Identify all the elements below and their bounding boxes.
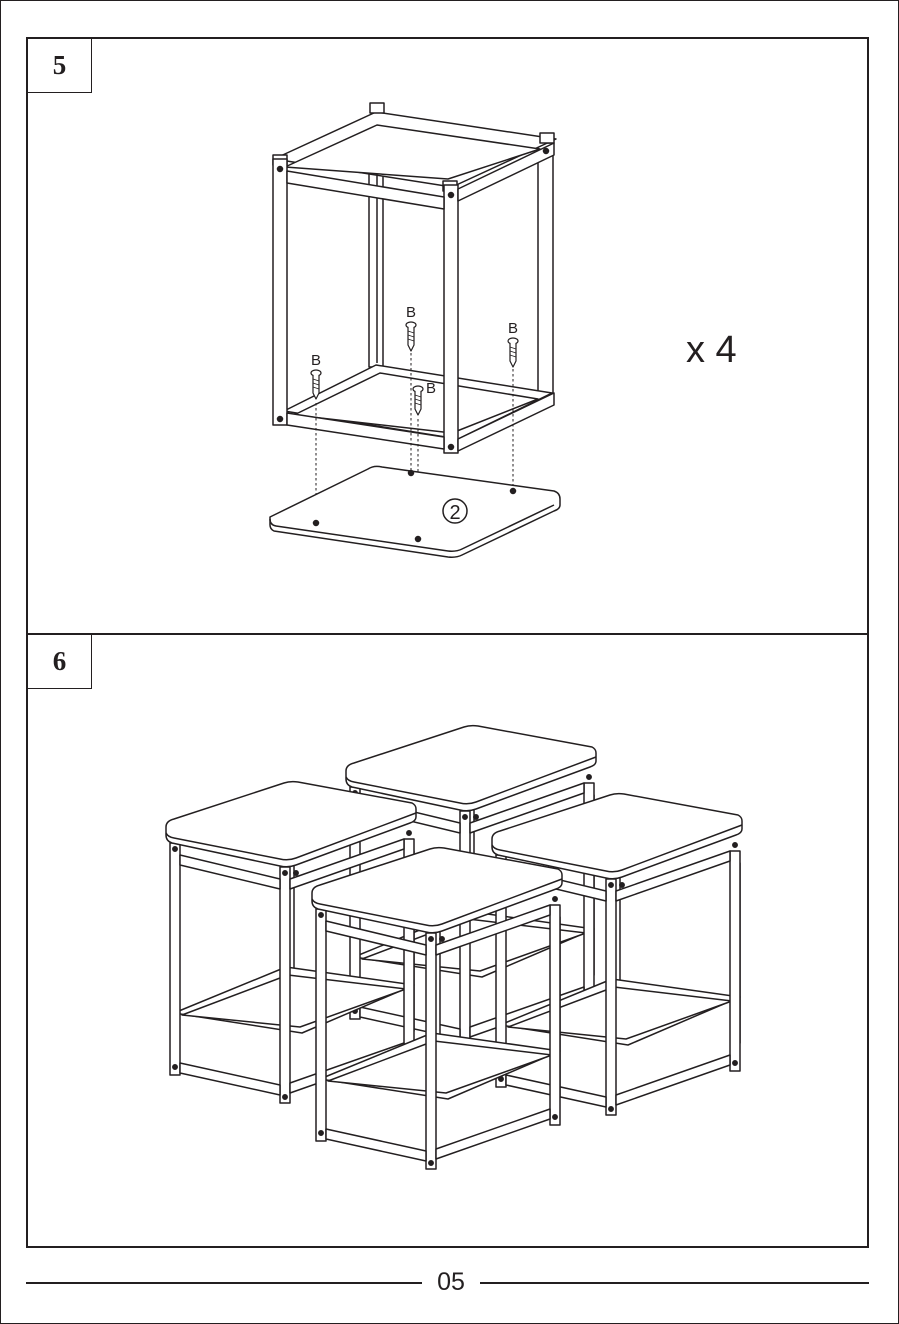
step-5-panel: 5 xyxy=(26,37,869,635)
screw-label: B xyxy=(426,380,436,397)
part-number-label: 2 xyxy=(449,502,460,524)
frame-assembly-illustration: 2 B B B B xyxy=(28,39,871,637)
footer-rule-right xyxy=(480,1282,869,1284)
tabletop-panel xyxy=(270,466,560,557)
screw-label: B xyxy=(508,320,518,337)
screw-label: B xyxy=(406,304,416,321)
screw-label: B xyxy=(311,352,321,369)
assembled-stools-illustration xyxy=(28,635,871,1250)
quantity-label: x 4 xyxy=(686,329,737,372)
page-number: 05 xyxy=(422,1266,480,1298)
step-6-panel: 6 xyxy=(26,633,869,1248)
footer-rule-left xyxy=(26,1282,422,1284)
